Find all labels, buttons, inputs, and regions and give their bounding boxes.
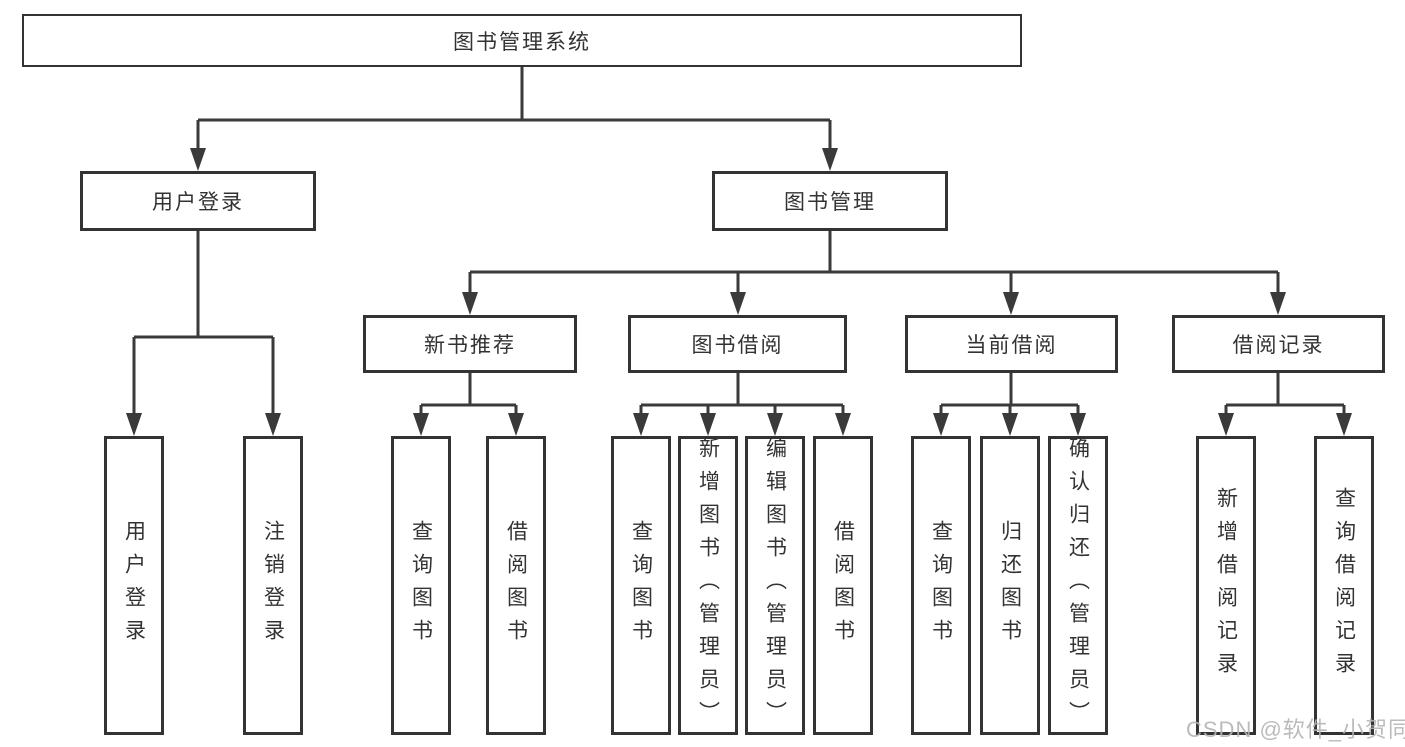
- node-label: 图书管理系统: [453, 30, 591, 54]
- node-label: 确认归还（管理员）: [1066, 437, 1090, 734]
- watermark: CSDN @软件_小贺同学: [1186, 717, 1405, 742]
- leaf-return-books: 归还图书: [980, 436, 1040, 735]
- leaf-query-books-borrowing: 查询图书: [611, 436, 671, 735]
- node-label: 编辑图书（管理员）: [763, 437, 787, 734]
- node-label: 新书推荐: [424, 334, 516, 357]
- node-library-management-system: 图书管理系统: [22, 14, 1022, 67]
- leaf-add-borrow-record: 新增借阅记录: [1196, 436, 1256, 735]
- leaf-query-borrow-record: 查询借阅记录: [1314, 436, 1374, 735]
- leaf-borrow-books-borrowing: 借阅图书: [813, 436, 873, 735]
- leaf-logout: 注销登录: [243, 436, 303, 735]
- leaf-query-books-recommend: 查询图书: [391, 436, 451, 735]
- node-label: 借阅图书: [504, 519, 528, 652]
- node-label: 查询图书: [929, 519, 953, 652]
- node-label: 查询借阅记录: [1332, 486, 1356, 685]
- node-borrowing-records: 借阅记录: [1172, 315, 1385, 373]
- node-label: 当前借阅: [965, 334, 1058, 357]
- node-book-management: 图书管理: [712, 171, 948, 231]
- leaf-confirm-return-admin: 确认归还（管理员）: [1048, 436, 1108, 735]
- node-label: 查询图书: [629, 519, 653, 652]
- leaf-add-books-admin: 新增图书（管理员）: [678, 436, 738, 735]
- node-label: 借阅记录: [1232, 334, 1325, 357]
- node-user-login: 用户登录: [80, 171, 316, 231]
- node-label: 借阅图书: [831, 519, 855, 652]
- node-book-borrowing: 图书借阅: [628, 315, 847, 373]
- node-label: 查询图书: [409, 519, 433, 652]
- node-label: 用户登录: [122, 519, 146, 652]
- node-label: 归还图书: [998, 519, 1022, 652]
- node-label: 新增借阅记录: [1214, 486, 1238, 685]
- leaf-edit-books-admin: 编辑图书（管理员）: [745, 436, 805, 735]
- node-current-borrowing: 当前借阅: [905, 315, 1118, 373]
- node-new-book-recommendation: 新书推荐: [363, 315, 577, 373]
- leaf-borrow-books-recommend: 借阅图书: [486, 436, 546, 735]
- node-label: 图书借阅: [691, 334, 784, 357]
- node-label: 图书管理: [784, 191, 876, 214]
- leaf-query-books-current: 查询图书: [911, 436, 971, 735]
- node-label: 注销登录: [261, 519, 285, 652]
- node-label: 新增图书（管理员）: [696, 437, 720, 734]
- node-label: 用户登录: [152, 191, 244, 214]
- leaf-user-login: 用户登录: [104, 436, 164, 735]
